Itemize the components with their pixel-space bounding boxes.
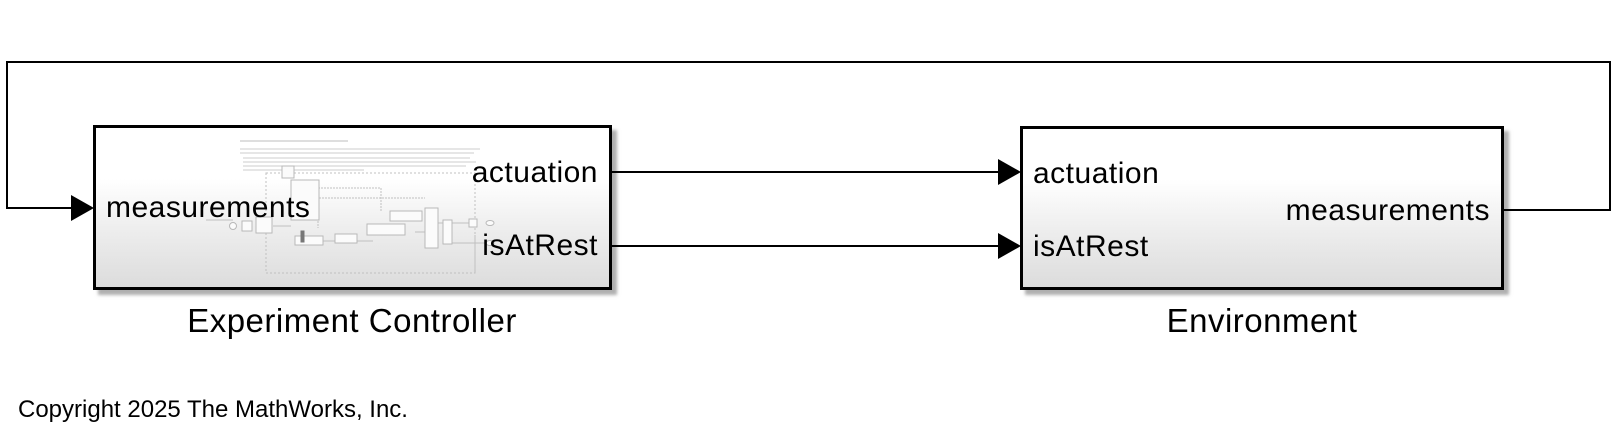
preview-text-lines: [240, 140, 480, 171]
subsystem-preview-thumbnail: [206, 140, 495, 274]
arrowhead-isatrest: [998, 233, 1021, 259]
port-label-env-isatrest-in: isAtRest: [1033, 230, 1149, 263]
preview-blocks: [229, 165, 495, 249]
wire-feedback-measurements[interactable]: [6, 61, 1611, 221]
block-experiment-controller[interactable]: measurements actuation isAtRest: [93, 125, 612, 290]
port-label-ec-measurements-in: measurements: [106, 191, 311, 224]
block-name-experiment-controller[interactable]: Experiment Controller: [187, 302, 517, 339]
port-label-ec-isatrest-out: isAtRest: [482, 229, 598, 262]
arrowhead-actuation: [998, 159, 1021, 185]
port-label-env-actuation-in: actuation: [1033, 157, 1160, 190]
block-environment[interactable]: actuation isAtRest measurements: [1020, 126, 1504, 290]
port-label-env-measurements-out: measurements: [1285, 194, 1490, 227]
preview-wiring: [206, 172, 485, 274]
arrowhead-measurements: [71, 195, 94, 221]
wire-isatrest[interactable]: [612, 233, 1021, 259]
wire-actuation[interactable]: [612, 159, 1021, 185]
block-name-environment[interactable]: Environment: [1166, 302, 1358, 339]
copyright-annotation: Copyright 2025 The MathWorks, Inc.: [18, 396, 408, 423]
port-label-ec-actuation-out: actuation: [471, 156, 598, 189]
